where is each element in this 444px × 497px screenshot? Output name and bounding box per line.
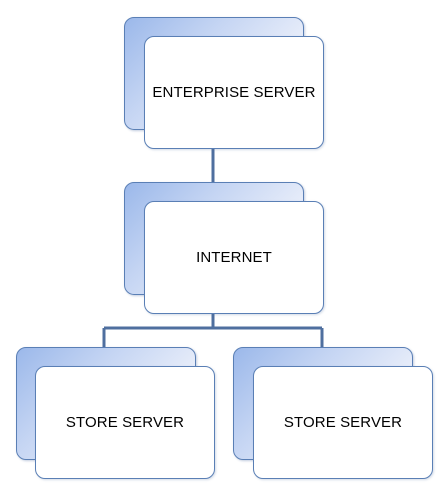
node-internet-card: INTERNET: [144, 201, 324, 314]
node-enterprise-server-card: ENTERPRISE SERVER: [144, 36, 324, 149]
node-store-server-left-label: STORE SERVER: [65, 414, 185, 431]
node-store-server-right-card: STORE SERVER: [253, 366, 433, 479]
node-store-server-right-label: STORE SERVER: [283, 414, 403, 431]
node-store-server-left-card: STORE SERVER: [35, 366, 215, 479]
node-internet-label: INTERNET: [196, 249, 272, 266]
node-enterprise-server-label: ENTERPRISE SERVER: [152, 84, 316, 101]
